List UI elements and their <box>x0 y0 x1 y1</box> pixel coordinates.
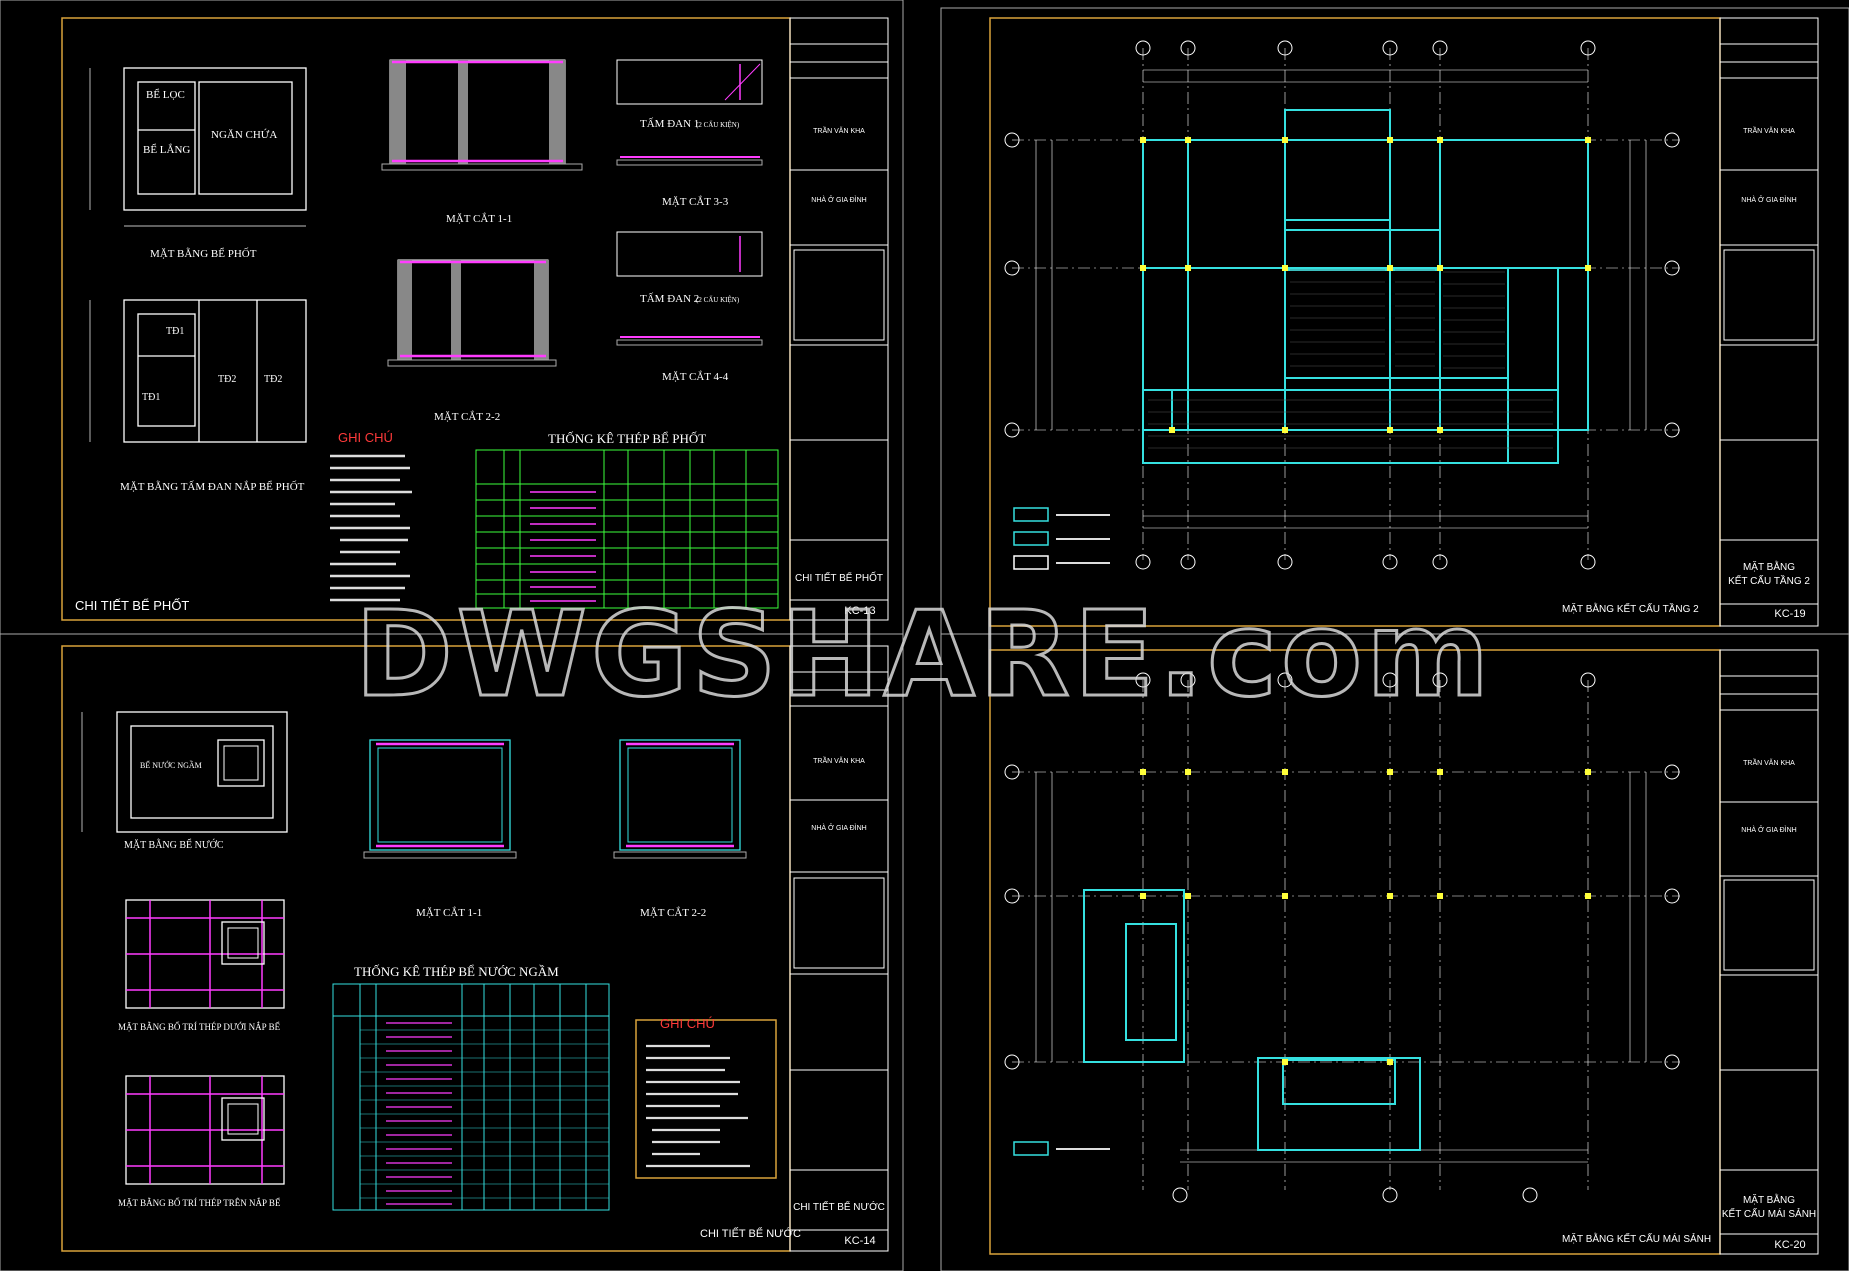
legend-text-lines <box>1056 514 1110 564</box>
slab-label: TĐ2 <box>218 374 236 385</box>
notes-box <box>635 1019 777 1179</box>
view-title: MẶT BẰNG BỐ TRÍ THÉP TRÊN NẮP BỂ <box>118 1198 281 1208</box>
steel-table-rows <box>360 1029 609 1199</box>
sheet-kc20: TRẦN VĂN KHA NHÀ Ở GIA ĐÌNH MẶT BẰNG KẾT… <box>940 633 1849 1271</box>
sheet-code: KC-19 <box>1774 608 1805 620</box>
view-title: MẶT BẰNG BỐ TRÍ THÉP DƯỚI NẮP BỂ <box>118 1022 281 1032</box>
project-name: NHÀ Ở GIA ĐÌNH <box>811 823 866 832</box>
slab-label: TĐ1 <box>166 326 184 337</box>
roof-plan-kc20 <box>1083 889 1421 1151</box>
view-title: MẶT CẮT 1-1 <box>446 212 512 225</box>
water-tank-plan <box>81 711 288 833</box>
columns <box>1140 137 1591 433</box>
floor-plan-kc19 <box>1142 109 1589 464</box>
rebar-under-lid <box>125 899 285 1009</box>
watermark: DWGSHARE.com <box>355 585 1493 723</box>
steel-table-kc14 <box>332 983 610 1211</box>
view-title: TẤM ĐAN 2 <box>640 292 699 305</box>
septic-plan <box>89 67 307 227</box>
sheet-kc14: TRẦN VĂN KHA NHÀ Ở GIA ĐÌNH CHI TIẾT BỂ … <box>0 633 904 1271</box>
titleblock-sheet-title: CHI TIẾT BỂ NƯỚC <box>793 1200 885 1213</box>
dimensions <box>1035 69 1647 529</box>
room-label: BỂ LỌC <box>146 88 185 101</box>
steel-bars <box>530 491 596 602</box>
steel-bars <box>386 1022 452 1205</box>
titleblock-kc13 <box>789 17 889 621</box>
view-title: MẶT CẮT 2-2 <box>434 410 500 423</box>
notes-title: GHI CHÚ <box>338 430 393 445</box>
titleblock-kc14 <box>789 645 889 1252</box>
project-name: NHÀ Ở GIA ĐÌNH <box>811 195 866 204</box>
grid-bubbles <box>1004 672 1680 1203</box>
slab-label: TĐ2 <box>264 374 282 385</box>
titleblock-kc19 <box>1719 17 1819 627</box>
view-title: TẤM ĐAN 1 <box>640 117 699 130</box>
notes-title: GHI CHÚ <box>660 1016 715 1031</box>
slab-cover-plan <box>89 299 307 443</box>
project-name: NHÀ Ở GIA ĐÌNH <box>1741 825 1796 834</box>
columns <box>1140 769 1591 1065</box>
notes-lines <box>330 454 412 602</box>
grid-bubbles <box>1004 40 1680 570</box>
table-title: THỐNG KÊ THÉP BỂ NƯỚC NGẦM <box>354 964 559 979</box>
view-subtitle: (2 CẤU KIỆN) <box>696 296 740 304</box>
view-title: MẶT CẮT 1-1 <box>416 906 482 919</box>
section-2-2 <box>387 259 557 367</box>
tank-label: BỂ NƯỚC NGẦM <box>140 760 202 770</box>
grid-axes <box>1012 680 1680 1190</box>
view-subtitle: (2 CẤU KIỆN) <box>696 121 740 129</box>
legend-kc19 <box>1013 507 1049 570</box>
sheet-title: MẶT BẰNG KẾT CẤU MÁI SẢNH <box>1562 1232 1711 1245</box>
titleblock-sheet-title: KẾT CẤU MÁI SẢNH <box>1722 1207 1816 1220</box>
titleblock-sheet-title: MẶT BẰNG <box>1743 1193 1795 1206</box>
titleblock-kc20 <box>1719 649 1819 1255</box>
view-title: MẶT CẮT 2-2 <box>640 906 706 919</box>
view-title: MẶT BẰNG TẤM ĐAN NẮP BỂ PHỐT <box>120 480 305 493</box>
notes-lines <box>646 1044 750 1168</box>
view-title: MẶT CẮT 4-4 <box>662 370 729 383</box>
sheet-title: CHI TIẾT BỂ PHỐT <box>75 598 189 613</box>
grid-axes <box>1012 48 1680 560</box>
view-title: MẶT BẰNG BỂ PHỐT <box>150 247 257 260</box>
table-title: THỐNG KÊ THÉP BỂ PHỐT <box>548 431 706 446</box>
view-title: MẶT BẰNG BỂ NƯỚC <box>124 838 224 851</box>
water-tank-sections <box>363 739 747 859</box>
sheet-kc13: TRẦN VĂN KHA NHÀ Ở GIA ĐÌNH CHI TIẾT BỂ … <box>0 0 904 635</box>
steel-table-kc13 <box>475 449 779 609</box>
sheet-title: CHI TIẾT BỂ NƯỚC <box>700 1227 801 1240</box>
sheet-code: KC-20 <box>1774 1239 1805 1251</box>
owner-name: TRẦN VĂN KHA <box>813 125 865 135</box>
sheet-code: KC-13 <box>844 605 875 617</box>
hatched-slabs <box>1148 269 1553 449</box>
titleblock-sheet-title: CHI TIẾT BỂ PHỐT <box>795 570 883 584</box>
sheet-code: KC-14 <box>844 1235 875 1247</box>
sheet-kc19: TRẦN VĂN KHA NHÀ Ở GIA ĐÌNH MẶT BẰNG KẾT… <box>940 7 1849 635</box>
rebar-above-lid <box>125 1075 285 1185</box>
legend-kc20 <box>1013 1141 1049 1156</box>
slab-details <box>616 59 763 346</box>
view-title: MẶT CẮT 3-3 <box>662 195 729 208</box>
project-name: NHÀ Ở GIA ĐÌNH <box>1741 195 1796 204</box>
titleblock-sheet-title: MẶT BẰNG <box>1743 560 1795 573</box>
owner-name: TRẦN VĂN KHA <box>1743 125 1795 135</box>
owner-name: TRẦN VĂN KHA <box>1743 757 1795 767</box>
section-1-1 <box>381 59 583 171</box>
titleblock-sheet-title: KẾT CẤU TẦNG 2 <box>1728 574 1810 587</box>
room-label: BỂ LẮNG <box>143 143 190 156</box>
owner-name: TRẦN VĂN KHA <box>813 755 865 765</box>
slab-label: TĐ1 <box>142 392 160 403</box>
sheet-title: MẶT BẰNG KẾT CẤU TẦNG 2 <box>1562 602 1699 615</box>
room-label: NGĂN CHỨA <box>211 129 277 141</box>
